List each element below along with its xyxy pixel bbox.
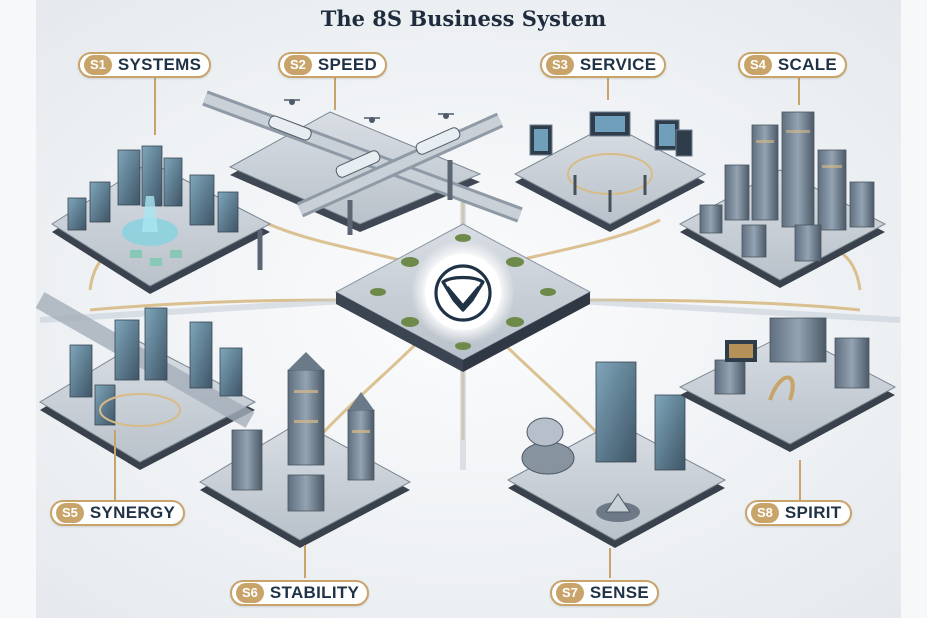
left-margin [0, 0, 36, 618]
pillar-number: S4 [744, 55, 772, 75]
platform-systems [51, 145, 272, 294]
pillar-label: SPIRIT [784, 503, 842, 522]
platform-service [513, 111, 707, 232]
satellite-dish-icon [521, 417, 575, 475]
platform-sense [506, 361, 727, 548]
label-s8-spirit: S8 SPIRIT [745, 500, 852, 526]
label-s7-sense: S7 SENSE [550, 580, 660, 606]
label-s6-stability: S6 STABILITY [230, 580, 370, 606]
platform-speed [202, 90, 523, 270]
pillar-label: SPEED [317, 55, 378, 74]
label-s4-scale: S4 SCALE [738, 52, 848, 78]
page-title: The 8S Business System [320, 6, 607, 31]
label-s3-service: S3 SERVICE [540, 52, 667, 78]
pillar-label: SCALE [777, 55, 838, 74]
pillar-number: S3 [546, 55, 574, 75]
label-s5-synergy: S5 SYNERGY [50, 500, 186, 526]
right-margin [901, 0, 927, 618]
platform-scale [678, 111, 887, 288]
platform-stability [199, 352, 412, 548]
pillar-label: SERVICE [579, 55, 657, 74]
pillar-label: SYNERGY [89, 503, 176, 522]
central-hub [334, 223, 592, 372]
pillar-number: S1 [84, 55, 112, 75]
drone-icon [289, 99, 449, 123]
pillar-label: STABILITY [269, 583, 360, 602]
pillar-number: S5 [56, 503, 84, 523]
platform-synergy [35, 292, 257, 470]
pillar-label: SYSTEMS [117, 55, 202, 74]
pillar-label: SENSE [589, 583, 650, 602]
pillar-number: S8 [751, 503, 779, 523]
leader-lines [114, 78, 801, 578]
pillar-number: S6 [236, 583, 264, 603]
label-s1-systems: S1 SYSTEMS [78, 52, 212, 78]
pillar-number: S7 [556, 583, 584, 603]
pillar-number: S2 [284, 55, 312, 75]
label-s2-speed: S2 SPEED [278, 52, 388, 78]
shield-v-logo-icon [434, 264, 492, 322]
platform-spirit [678, 317, 897, 452]
